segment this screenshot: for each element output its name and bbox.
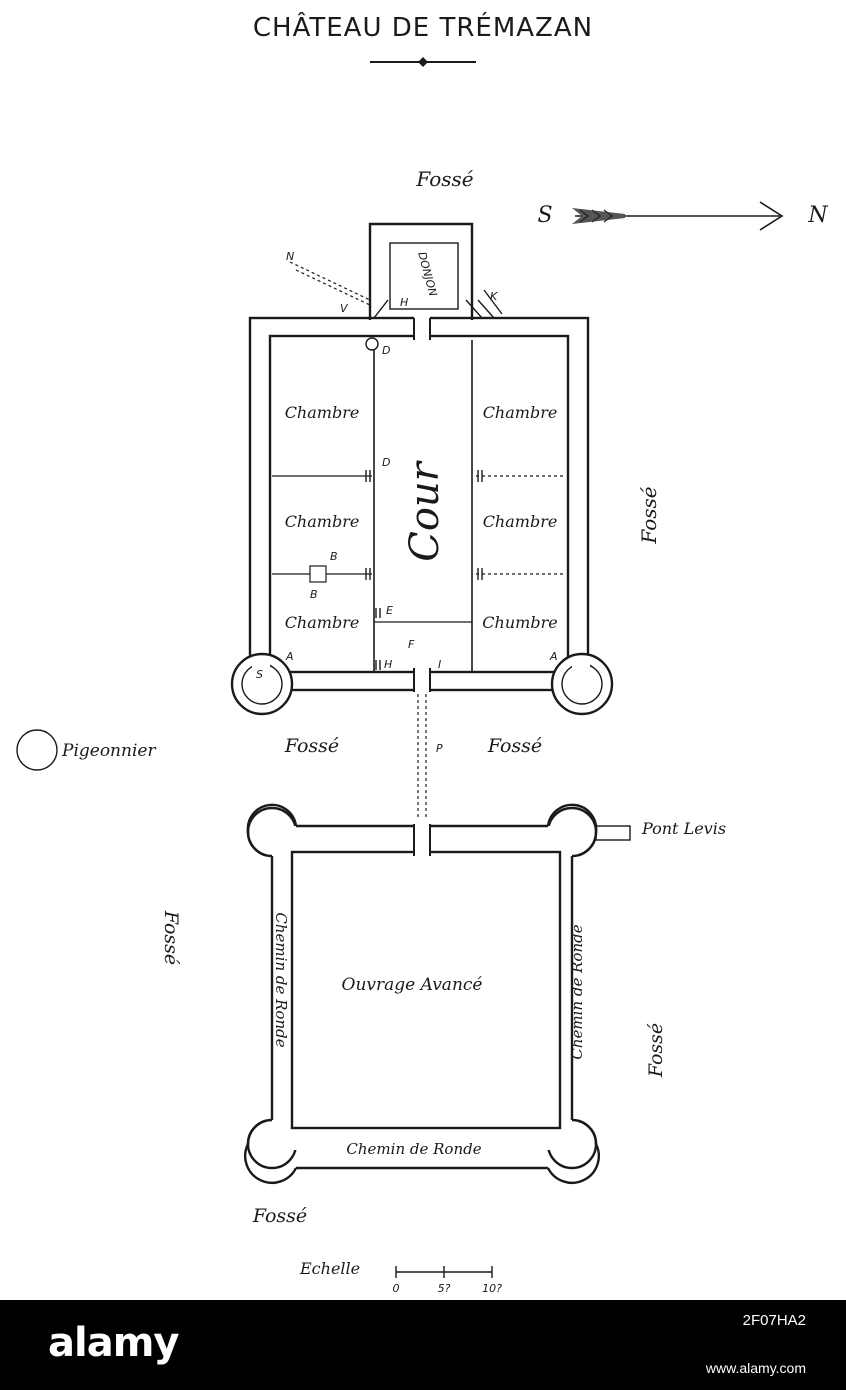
scale-tick-1: 5?: [438, 1282, 451, 1295]
compass-north: N: [807, 203, 828, 228]
label-pont-levis: Pont Levis: [641, 819, 726, 838]
castle-plan: CHÂTEAU DE TRÉMAZAN S N Fossé Fossé Foss…: [16, 11, 829, 1295]
label-chemin-left: Chemin de Ronde: [272, 912, 290, 1047]
label-fosse-middle-left: Fossé: [284, 735, 339, 757]
letter-s: S: [256, 668, 263, 681]
label-chambre-left-1: Chambre: [285, 403, 360, 422]
letter-v: V: [340, 302, 349, 315]
donjon-label: DONJON: [415, 250, 439, 297]
north-arrow: [572, 201, 784, 231]
letter-a-right: A: [549, 650, 558, 663]
letter-d-mid: D: [382, 456, 390, 469]
label-chemin-bottom: Chemin de Ronde: [346, 1140, 481, 1158]
label-fosse-right-upper: Fossé: [637, 486, 661, 544]
letter-e: E: [386, 604, 393, 617]
compass-south: S: [537, 203, 552, 228]
corner-tower-left: [230, 652, 294, 716]
outwork-walls: [243, 803, 631, 1185]
letter-h-top: H: [400, 296, 408, 309]
letter-a-left: A: [285, 650, 294, 663]
plan-title: CHÂTEAU DE TRÉMAZAN: [253, 11, 593, 43]
watermark-footer: alamy 2F07HA2 www.alamy.com: [0, 1300, 846, 1390]
scale-tick-2: 10?: [482, 1282, 502, 1295]
letter-b-upper: B: [330, 550, 338, 563]
label-chambre-right-1: Chambre: [483, 403, 558, 422]
label-cour: Cour: [402, 459, 448, 561]
letter-p: P: [436, 742, 443, 755]
bridge-path: [417, 694, 427, 828]
pigeonnier-circle: [16, 729, 58, 771]
label-fosse-right-lower: Fossé: [645, 1023, 667, 1078]
letter-h-bottom: H: [384, 658, 392, 671]
letter-f: F: [408, 638, 415, 651]
label-pigeonnier: Pigeonnier: [61, 741, 156, 761]
scale-tick-0: 0: [393, 1282, 400, 1295]
label-chambre-left-3: Chambre: [285, 613, 360, 632]
site-url: www.alamy.com: [705, 1360, 806, 1376]
label-chambre-right-2: Chambre: [483, 512, 558, 531]
letter-k: K: [490, 290, 498, 303]
letter-n: N: [286, 250, 294, 263]
letter-b-lower: B: [310, 588, 318, 601]
main-castle-walls: [248, 314, 590, 694]
label-chambre-right-3: Chumbre: [482, 613, 557, 632]
label-chemin-right: Chemin de Ronde: [568, 924, 586, 1059]
label-chambre-left-2: Chambre: [285, 512, 360, 531]
letter-i: I: [438, 658, 441, 671]
label-fosse-left-lower: Fossé: [160, 910, 182, 965]
label-fosse-top: Fossé: [415, 167, 473, 191]
label-fosse-bottom: Fossé: [252, 1205, 307, 1227]
label-ouvrage-avance: Ouvrage Avancé: [342, 975, 483, 995]
scale-bar: [395, 1266, 493, 1278]
title-ornament: [370, 57, 476, 67]
image-id: 2F07HA2: [742, 1312, 806, 1329]
brand-logo: alamy: [48, 1320, 179, 1366]
letter-d-top: D: [382, 344, 390, 357]
donjon-keep: [368, 222, 503, 320]
label-fosse-middle-right: Fossé: [487, 735, 542, 757]
label-echelle: Echelle: [299, 1259, 360, 1278]
